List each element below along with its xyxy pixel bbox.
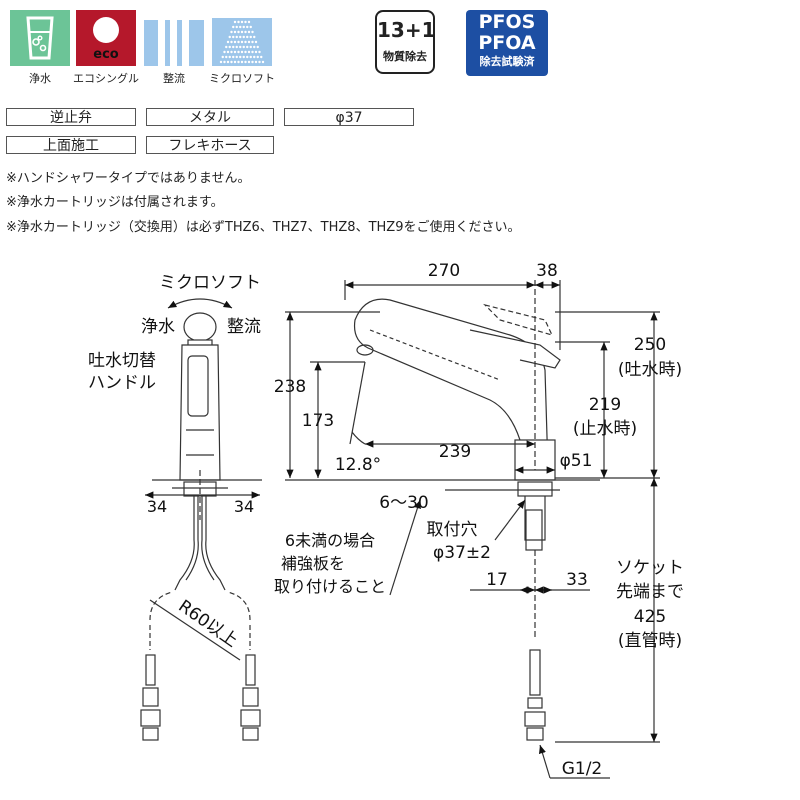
feature-label-jousui: 浄水 [29,72,51,85]
label-socket-1: ソケット [616,558,684,578]
label-micro-soft: ミクロソフト [159,273,261,293]
dim-33: 33 [566,570,588,590]
label-jousui: 浄水 [141,317,175,337]
micro-soft-spray-icon [212,10,272,66]
label-handle-line1: 吐水切替 [88,351,156,371]
dim-6-30: 6〜30 [379,493,428,513]
dim-219: 219 [589,395,621,415]
label-reinforce-2: 補強板を [281,554,345,573]
water-glass-icon [10,10,70,66]
front-view [140,298,262,741]
tag-metal: メタル [146,108,274,126]
pfos-label: PFOS [478,11,536,33]
dim-angle: 12.8° [335,455,381,475]
pf-caption: 除去試験済 [479,55,535,68]
dim-phi51: φ51 [560,451,593,471]
label-bend-radius: R60以上 [175,596,242,651]
label-hole-line1: 取付穴 [427,520,478,540]
dim-270: 270 [428,261,460,281]
dim-238: 238 [274,377,306,397]
note-not-hand-shower: ※ハンドシャワータイプではありません。 [6,171,251,186]
tag-diameter: φ37 [284,108,414,126]
feature-label-seiryu: 整流 [163,72,185,85]
label-reinforce-3: 取り付けること [274,577,386,596]
feature-label-micro-soft: ミクロソフト [209,72,275,85]
label-reinforce-1: 6未満の場合 [285,531,375,550]
tag-flex-hose: フレキホース [146,136,274,154]
dim-173: 173 [302,411,334,431]
label-hole-line2: φ37±2 [433,543,491,563]
note-cartridge-included: ※浄水カートリッジは付属されます。 [6,195,224,210]
label-handle-line2: ハンドル [88,373,156,393]
eco-label: eco [93,47,119,62]
dim-425: 425 [634,607,666,627]
note-cartridge-replacement: ※浄水カートリッジ（交換用）は必ずTHZ6、THZ7、THZ8、THZ9をご使用… [6,220,521,235]
label-seiryu: 整流 [227,317,261,337]
side-view [285,280,660,779]
dim-17: 17 [486,570,508,590]
eco-single-icon: eco [76,10,136,66]
feature-label-eco-single: エコシングル [73,72,139,85]
label-socket-2: 先端まで [616,582,684,602]
pfos-pfoa-badge: PFOS PFOA 除去試験済 [466,10,548,76]
label-socket-4: (直管時) [618,631,682,651]
removal-caption: 物質除去 [383,50,427,63]
removal-count: 13+1 [377,18,436,42]
note-stopped: (止水時) [573,419,637,439]
pfoa-label: PFOA [478,32,536,54]
dim-250: 250 [634,335,666,355]
dim-38: 38 [536,261,558,281]
tag-check-valve: 逆止弁 [6,108,136,126]
laminar-flow-icon [144,10,204,66]
removal-badge: 13+1 物質除去 [375,10,436,74]
dim-left-34: 34 [147,497,167,516]
dim-239: 239 [439,442,471,462]
tag-top-install: 上面施工 [6,136,136,154]
note-spouting: (吐水時) [618,360,682,380]
label-thread: G1/2 [562,759,603,779]
dim-right-34: 34 [234,497,254,516]
